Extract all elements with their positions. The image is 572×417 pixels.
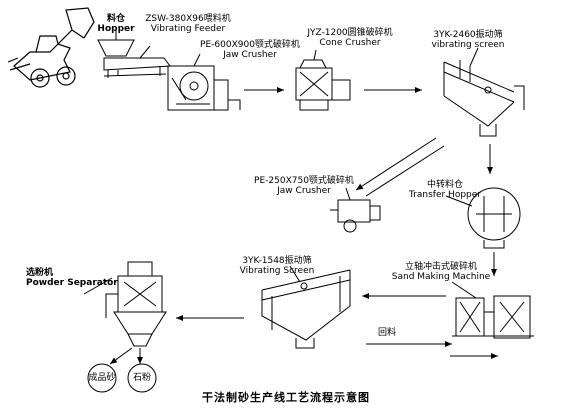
product-sand-circle bbox=[87, 363, 117, 393]
cone-crusher-icon bbox=[295, 49, 351, 111]
screen-1-label: 3YK-2460振动筛 vibrating screen bbox=[420, 30, 516, 50]
sand-machine-en: Sand Making Machine bbox=[391, 272, 491, 282]
cone-crusher-en: Cone Crusher bbox=[319, 38, 381, 48]
jaw-crusher-2-en: Jaw Crusher bbox=[277, 186, 331, 196]
stone-powder-circle bbox=[127, 363, 157, 393]
stone-powder-label: 石粉 bbox=[132, 373, 151, 383]
hopper-en: Hopper bbox=[97, 24, 135, 34]
jaw-crusher-1-label: PE-600X900颚式破碎机 Jaw Crusher bbox=[190, 40, 310, 60]
transfer-hopper-icon bbox=[445, 187, 521, 249]
feeder-cn: ZSW-380X96喂料机 bbox=[145, 14, 231, 24]
cone-crusher-label: JYZ-1200圆锥破碎机 Cone Crusher bbox=[300, 28, 400, 48]
hopper-label: 料仓 Hopper bbox=[96, 14, 136, 34]
hopper-cn: 料仓 bbox=[106, 14, 125, 24]
separator-en: Powder Separator bbox=[26, 278, 118, 288]
jaw-crusher-1-cn: PE-600X900颚式破碎机 bbox=[200, 40, 300, 50]
loader-icon bbox=[7, 7, 95, 88]
jaw-crusher-1-icon bbox=[167, 53, 241, 111]
diagram-title: 干法制砂生产线工艺流程示意图 bbox=[202, 391, 370, 404]
feeder-en: Vibrating Feeder bbox=[150, 24, 226, 34]
jaw-crusher-1-en: Jaw Crusher bbox=[223, 50, 277, 60]
arrow-screen-to-jaw2-return bbox=[365, 145, 445, 197]
screen-2-cn: 3YK-1548振动筛 bbox=[242, 256, 312, 266]
sand-machine-label: 立轴冲击式破碎机 Sand Making Machine bbox=[386, 262, 496, 282]
cone-crusher-cn: JYZ-1200圆锥破碎机 bbox=[307, 28, 393, 38]
arrow-screen-to-jaw2 bbox=[355, 137, 437, 191]
arrow-to-product-sand bbox=[109, 347, 133, 365]
sand-machine-cn: 立轴冲击式破碎机 bbox=[404, 262, 477, 272]
jaw-crusher-2-label: PE-250X750颚式破碎机 Jaw Crusher bbox=[248, 176, 360, 196]
product-sand-label: 成品砂 bbox=[88, 373, 116, 383]
separator-label: 选粉机 Powder Separator bbox=[26, 268, 118, 288]
separator-icon bbox=[83, 261, 167, 347]
hopper-icon bbox=[97, 28, 135, 57]
screen-1-cn: 3YK-2460振动筛 bbox=[433, 30, 503, 40]
jaw-crusher-2-cn: PE-250X750颚式破碎机 bbox=[254, 176, 354, 186]
jaw-crusher-2-icon bbox=[330, 187, 381, 233]
transfer-hopper-cn: 中转料仓 bbox=[426, 180, 463, 190]
screen-2-en: Vibrating Screen bbox=[239, 266, 315, 276]
separator-cn: 选粉机 bbox=[26, 268, 54, 278]
screen-1-icon bbox=[443, 47, 525, 137]
sand-machine-icon bbox=[451, 281, 534, 339]
return-material-label: 回料 bbox=[377, 328, 396, 338]
feeder-label: ZSW-380X96喂料机 Vibrating Feeder bbox=[138, 14, 238, 34]
transfer-hopper-en: Transfer Hopper bbox=[409, 190, 481, 200]
screen-2-label: 3YK-1548振动筛 Vibrating Screen bbox=[232, 256, 322, 276]
feeder-icon bbox=[103, 45, 171, 78]
transfer-hopper-label: 中转料仓 Transfer Hopper bbox=[400, 180, 490, 200]
screen-1-en: vibrating screen bbox=[431, 40, 505, 50]
screen-2-icon bbox=[261, 265, 351, 349]
